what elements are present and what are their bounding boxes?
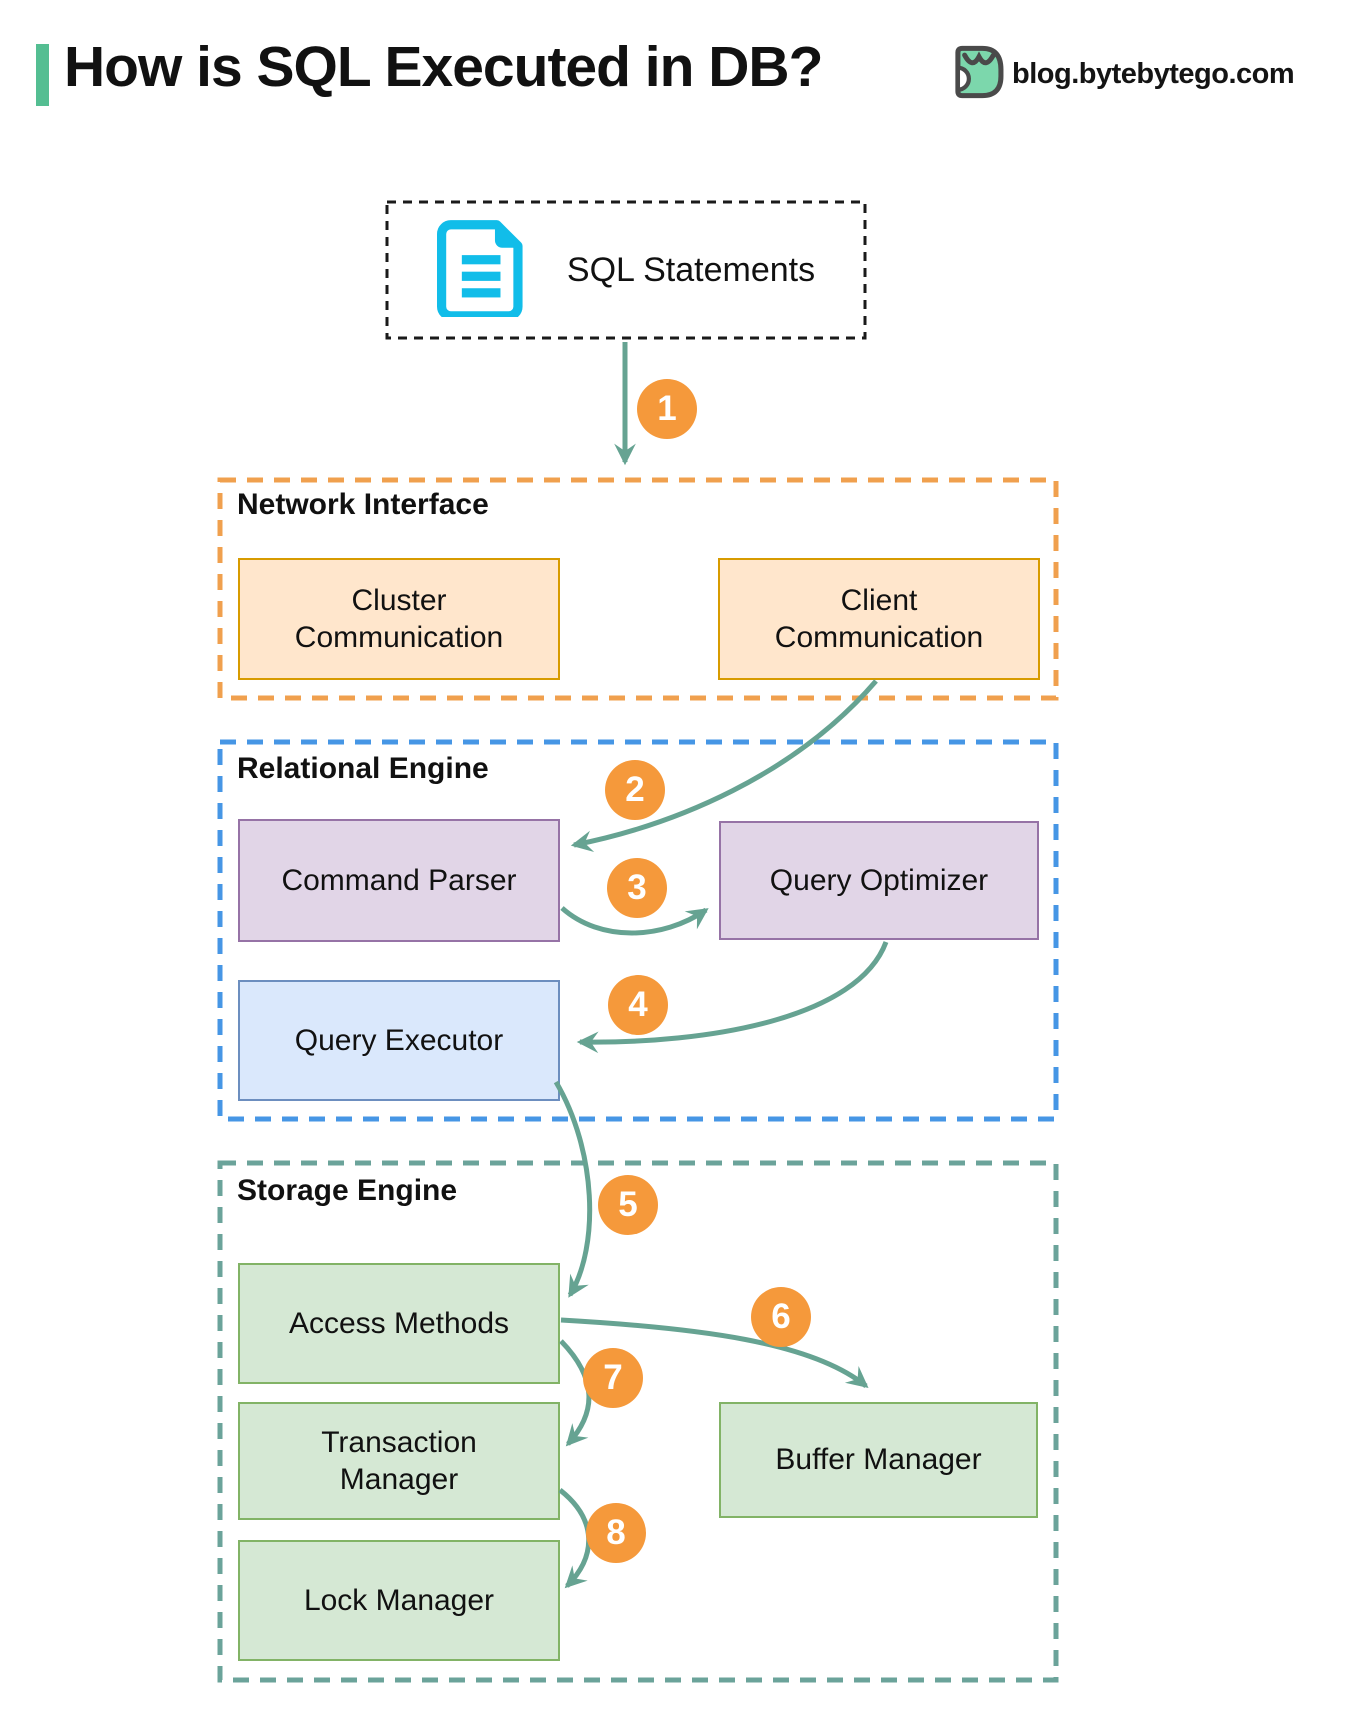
step-7-badge: 7 (583, 1348, 643, 1408)
node-label: Buffer Manager (775, 1443, 982, 1477)
node-cluster-communication: Cluster Communication (238, 558, 560, 680)
step-8-badge: 8 (586, 1503, 646, 1563)
sql-statements-box: SQL Statements (387, 202, 865, 338)
node-label: Cluster Communication (294, 583, 504, 655)
brand: blog.bytebytego.com (952, 44, 1295, 105)
node-label: Access Methods (288, 1306, 510, 1340)
arrow-8-transaction-manager-to-lock-manager (558, 1488, 592, 1589)
document-icon (436, 219, 529, 322)
bytebytego-logo-icon (952, 44, 1006, 105)
node-command-parser: Command Parser (238, 819, 560, 942)
node-query-optimizer: Query Optimizer (719, 821, 1039, 940)
network-interface-title: Network Interface (237, 488, 489, 521)
step-1-badge: 1 (637, 379, 697, 439)
node-label: Transaction Manager (321, 1425, 477, 1497)
relational-engine-title: Relational Engine (237, 752, 489, 785)
sql-statements-label: SQL Statements (566, 250, 816, 289)
arrow-5-query-executor-to-access-methods (553, 1080, 593, 1298)
node-label: Command Parser (281, 863, 517, 897)
title-accent-bar (36, 44, 49, 106)
node-label: Query Optimizer (769, 863, 989, 897)
brand-url: blog.bytebytego.com (1012, 58, 1295, 90)
node-query-executor: Query Executor (238, 980, 560, 1101)
storage-engine-title: Storage Engine (237, 1174, 458, 1207)
arrow-7-access-methods-to-transaction-manager (559, 1339, 592, 1447)
step-6-badge: 6 (751, 1287, 811, 1347)
node-transaction-manager: Transaction Manager (238, 1402, 560, 1520)
step-4-badge: 4 (608, 975, 668, 1035)
node-client-communication: Client Communication (718, 558, 1040, 680)
step-2-badge: 2 (605, 760, 665, 820)
node-label: Client Communication (774, 583, 984, 655)
step-3-badge: 3 (607, 858, 667, 918)
node-label: Lock Manager (303, 1583, 495, 1617)
node-buffer-manager: Buffer Manager (719, 1402, 1038, 1518)
node-label: Query Executor (294, 1023, 504, 1057)
node-lock-manager: Lock Manager (238, 1540, 560, 1661)
page-title: How is SQL Executed in DB? (64, 35, 823, 99)
node-access-methods: Access Methods (238, 1263, 560, 1384)
step-5-badge: 5 (598, 1175, 658, 1235)
